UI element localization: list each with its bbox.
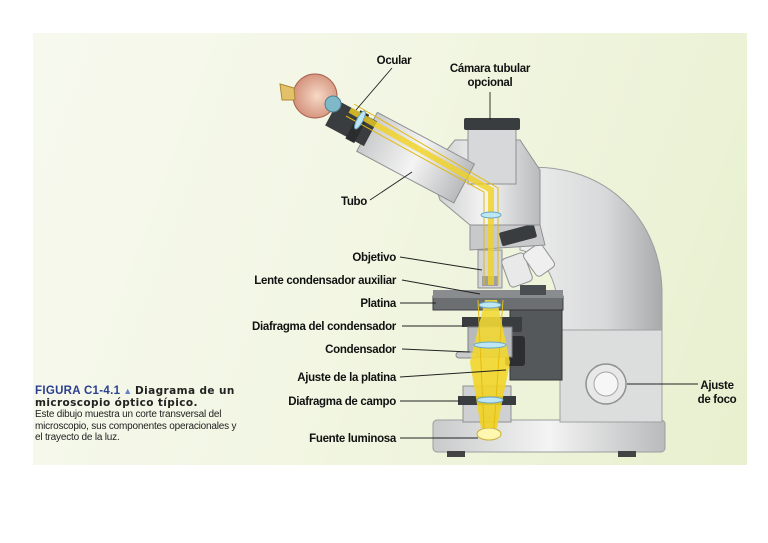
figure-number: FIGURA C1-4.1 [35, 385, 121, 397]
label-tubo: Tubo [341, 196, 367, 208]
condenser-lens-2 [473, 341, 507, 349]
figure-caption: FIGURA C1-4.1 ▲ Diagrama de un microscop… [35, 385, 245, 444]
label-lente-condensador-auxiliar: Lente condensador auxiliar [254, 275, 397, 287]
light-ray-left [477, 299, 485, 429]
light-path-upper [348, 107, 494, 285]
label-ajuste-foco-line2: de foco [698, 394, 737, 406]
label-fuente-luminosa: Fuente luminosa [309, 433, 397, 445]
ocular-barrel [325, 100, 378, 147]
label-platina: Platina [360, 298, 397, 310]
ocular-lens [354, 110, 366, 130]
label-diafragma-condensador: Diafragma del condensador [252, 321, 397, 333]
base-foot-right [618, 451, 636, 457]
light-path-upper-edge-2 [353, 103, 499, 285]
label-ajuste-foco-line1: Ajuste [700, 380, 733, 392]
label-diafragma-campo: Diafragma de campo [288, 396, 396, 408]
aux-condenser-lens [476, 396, 504, 404]
label-condensador: Condensador [325, 344, 397, 356]
leader-ocular [355, 67, 393, 111]
eye-iris [324, 95, 342, 113]
objective-2 [501, 252, 533, 288]
stage-clip [520, 285, 546, 295]
leader-objetivo [399, 256, 483, 271]
microscope-base [432, 419, 666, 453]
figure-description: Este dibujo muestra un corte transversal… [35, 409, 237, 443]
light-ray-right [493, 299, 504, 429]
stage-top [433, 290, 563, 298]
objective-lens [480, 211, 502, 219]
label-objetivo: Objetivo [352, 252, 396, 264]
label-camara-line1: Cámara tubular [450, 63, 531, 75]
leader-ajuste-platina [399, 369, 507, 378]
label-camara-line2: opcional [468, 77, 513, 89]
optic-nerve [279, 83, 296, 101]
camera-tube [467, 125, 517, 185]
leader-tubo [369, 171, 413, 201]
lamp [476, 427, 502, 441]
label-ocular: Ocular [377, 55, 412, 67]
camera-tube-cap [464, 118, 520, 130]
light-path-upper-edge [345, 115, 485, 285]
leader-lente-aux [401, 279, 481, 295]
base-foot-left [447, 451, 465, 457]
figure-title: Diagrama de un microscopio óptico típico… [35, 385, 235, 409]
nosepiece-grip [499, 224, 537, 246]
triangle-icon: ▲ [123, 386, 133, 396]
label-ajuste-platina: Ajuste de la platina [297, 372, 397, 384]
focus-knob-inner [593, 371, 619, 397]
objective-3 [523, 243, 555, 277]
leader-condensador [401, 348, 471, 353]
condenser-lens-1 [478, 301, 502, 309]
